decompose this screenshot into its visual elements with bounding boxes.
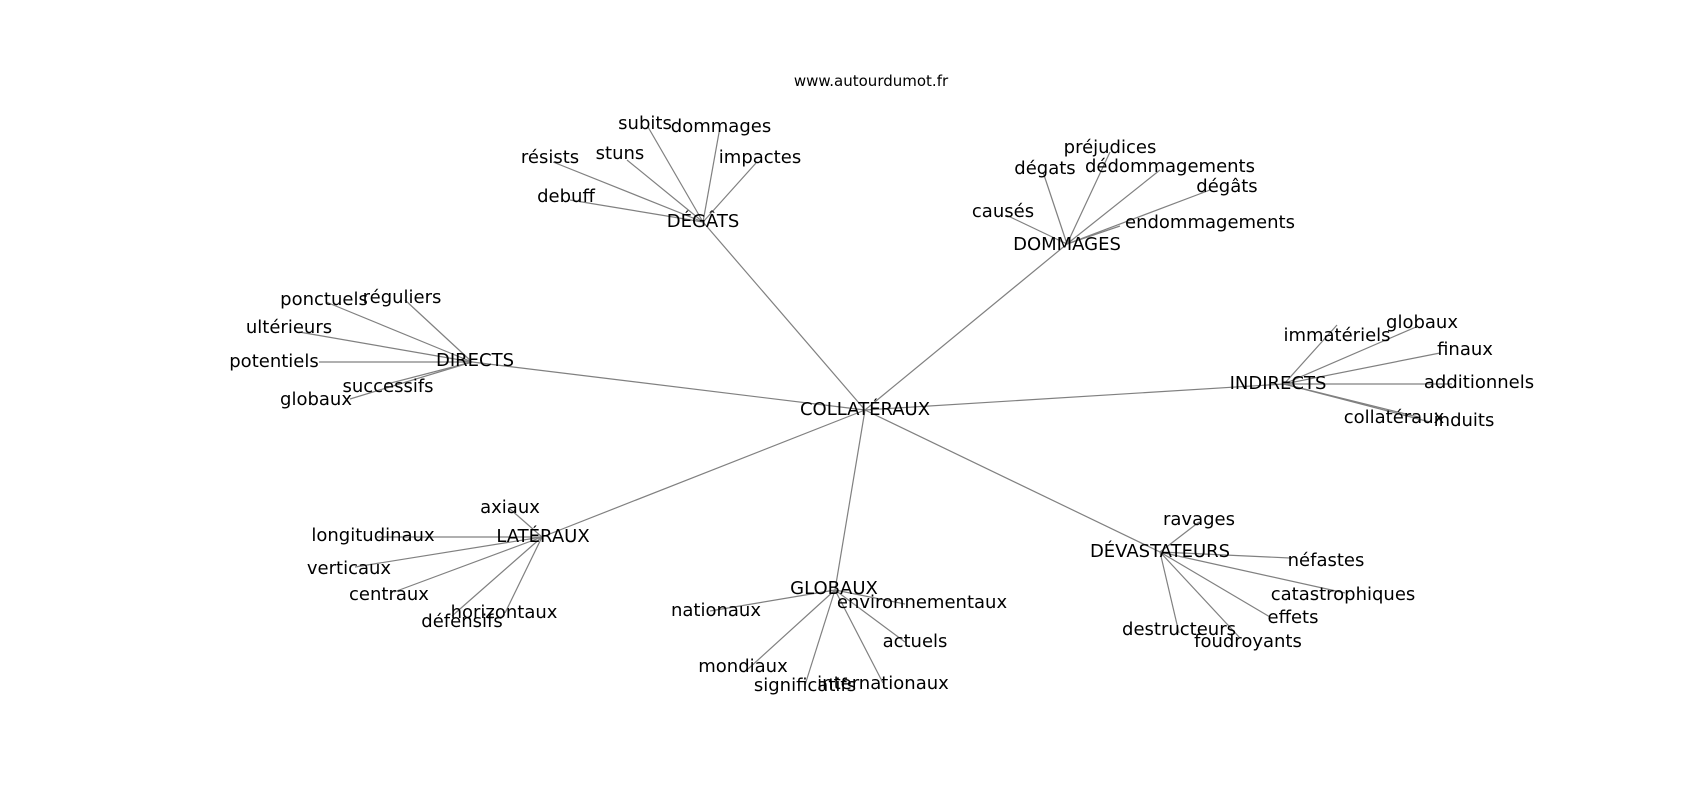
term-node[interactable]: longitudinaux bbox=[311, 525, 435, 546]
term-node[interactable]: collatéraux bbox=[1344, 407, 1445, 428]
graph-edges bbox=[298, 126, 1452, 686]
term-node[interactable]: résists bbox=[521, 147, 579, 168]
term-node[interactable]: dégâts bbox=[1196, 176, 1257, 197]
edge-leaf bbox=[404, 299, 473, 363]
term-node[interactable]: néfastes bbox=[1288, 550, 1365, 571]
edge-leaf bbox=[702, 126, 721, 223]
term-node[interactable]: dommages bbox=[671, 116, 771, 137]
edge-leaf bbox=[569, 199, 704, 223]
term-node[interactable]: potentiels bbox=[229, 351, 319, 372]
edge-center-to-6 bbox=[834, 409, 866, 591]
edge-leaf bbox=[1283, 326, 1417, 385]
edge-center-to-3 bbox=[471, 361, 866, 411]
edge-leaf bbox=[1066, 189, 1211, 245]
term-node[interactable]: actuels bbox=[883, 631, 948, 652]
edge-leaf bbox=[1159, 551, 1346, 594]
edge-leaf bbox=[1283, 352, 1441, 385]
edge-leaf bbox=[834, 589, 884, 684]
edge-leaf bbox=[709, 589, 836, 612]
term-node[interactable]: finaux bbox=[1437, 339, 1493, 360]
edge-leaf bbox=[1159, 551, 1271, 618]
edge-leaf bbox=[1066, 169, 1161, 245]
edge-leaf bbox=[1066, 151, 1111, 245]
term-node[interactable]: globaux bbox=[1386, 312, 1458, 333]
term-node[interactable]: subits bbox=[618, 113, 672, 134]
edge-leaf bbox=[1066, 225, 1121, 245]
edge-leaf bbox=[1005, 214, 1068, 245]
edge-leaf bbox=[626, 159, 704, 223]
edge-leaf bbox=[1159, 551, 1241, 639]
cluster-node[interactable]: INDIRECTS bbox=[1230, 373, 1327, 394]
term-node[interactable]: mondiaux bbox=[698, 656, 788, 677]
term-node[interactable]: réguliers bbox=[363, 287, 442, 308]
term-node[interactable]: successifs bbox=[342, 376, 433, 397]
edge-leaf bbox=[386, 361, 473, 385]
edge-leaf bbox=[647, 126, 704, 223]
edge-leaf bbox=[298, 331, 473, 363]
term-node[interactable]: défensifs bbox=[421, 611, 502, 632]
term-node[interactable]: préjudices bbox=[1064, 137, 1157, 158]
edge-leaf bbox=[1159, 551, 1180, 634]
term-node[interactable]: catastrophiques bbox=[1271, 584, 1416, 605]
term-node[interactable]: ultérieurs bbox=[246, 317, 332, 338]
term-node[interactable]: dégats bbox=[1014, 158, 1075, 179]
edge-leaf bbox=[1283, 324, 1338, 385]
edge-leaf bbox=[1283, 383, 1431, 423]
edge-leaf bbox=[702, 162, 757, 223]
term-node[interactable]: additionnels bbox=[1424, 372, 1534, 393]
edge-center-to-7 bbox=[864, 409, 1161, 553]
term-node[interactable]: effets bbox=[1268, 607, 1319, 628]
term-node[interactable]: horizontaux bbox=[451, 602, 558, 623]
edge-leaf bbox=[834, 589, 906, 605]
cluster-node[interactable]: GLOBAUX bbox=[790, 578, 878, 599]
term-node[interactable]: induits bbox=[1434, 410, 1495, 431]
term-node[interactable]: centraux bbox=[349, 584, 429, 605]
term-node[interactable]: ponctuels bbox=[280, 289, 368, 310]
term-node[interactable]: axiaux bbox=[480, 497, 540, 518]
center-node[interactable]: COLLATÉRAUX bbox=[800, 398, 930, 420]
term-node[interactable]: causés bbox=[972, 201, 1034, 222]
cluster-node[interactable]: DÉVASTATEURS bbox=[1090, 540, 1230, 562]
edge-center-to-2 bbox=[864, 243, 1068, 411]
edge-leaf bbox=[552, 161, 704, 223]
edge-leaf bbox=[804, 589, 836, 686]
term-node[interactable]: debuff bbox=[537, 186, 595, 207]
cluster-node[interactable]: DIRECTS bbox=[436, 350, 514, 371]
cluster-node[interactable]: LATÉRAUX bbox=[496, 525, 589, 547]
term-node[interactable]: significatifs bbox=[754, 675, 856, 696]
edge-leaf bbox=[451, 536, 543, 617]
edge-leaf bbox=[509, 508, 543, 538]
edge-center-to-5 bbox=[541, 409, 866, 538]
term-node[interactable]: dédommagements bbox=[1085, 156, 1255, 177]
term-node[interactable]: impactes bbox=[719, 147, 801, 168]
term-node[interactable]: stuns bbox=[596, 143, 645, 164]
term-node[interactable]: environnementaux bbox=[837, 592, 1008, 613]
edge-leaf bbox=[504, 536, 543, 614]
term-node[interactable]: verticaux bbox=[307, 558, 392, 579]
edge-center-to-1 bbox=[702, 221, 866, 411]
term-node[interactable]: nationaux bbox=[671, 600, 761, 621]
term-node[interactable]: endommagements bbox=[1125, 212, 1295, 233]
edge-leaf bbox=[325, 301, 473, 363]
edge-leaf bbox=[1159, 521, 1200, 553]
term-node[interactable]: destructeurs bbox=[1122, 619, 1236, 640]
edge-leaf bbox=[349, 361, 473, 400]
term-node[interactable]: ravages bbox=[1163, 509, 1235, 530]
term-node[interactable]: globaux bbox=[280, 389, 352, 410]
edge-leaf bbox=[1042, 171, 1068, 245]
cluster-node[interactable]: DOMMAGES bbox=[1013, 234, 1121, 255]
edge-leaf bbox=[834, 589, 906, 643]
term-node[interactable]: foudroyants bbox=[1194, 631, 1302, 652]
edge-leaf bbox=[747, 589, 836, 670]
term-node[interactable]: internationaux bbox=[817, 673, 949, 694]
edge-center-to-4 bbox=[864, 383, 1285, 411]
site-url: www.autourdumot.fr bbox=[793, 72, 949, 90]
cluster-node[interactable]: DÉGÂTS bbox=[667, 210, 740, 232]
edge-leaf bbox=[393, 536, 543, 593]
edge-leaf bbox=[354, 536, 543, 568]
edge-leaf bbox=[1159, 551, 1291, 559]
term-node[interactable]: immatériels bbox=[1283, 325, 1390, 346]
